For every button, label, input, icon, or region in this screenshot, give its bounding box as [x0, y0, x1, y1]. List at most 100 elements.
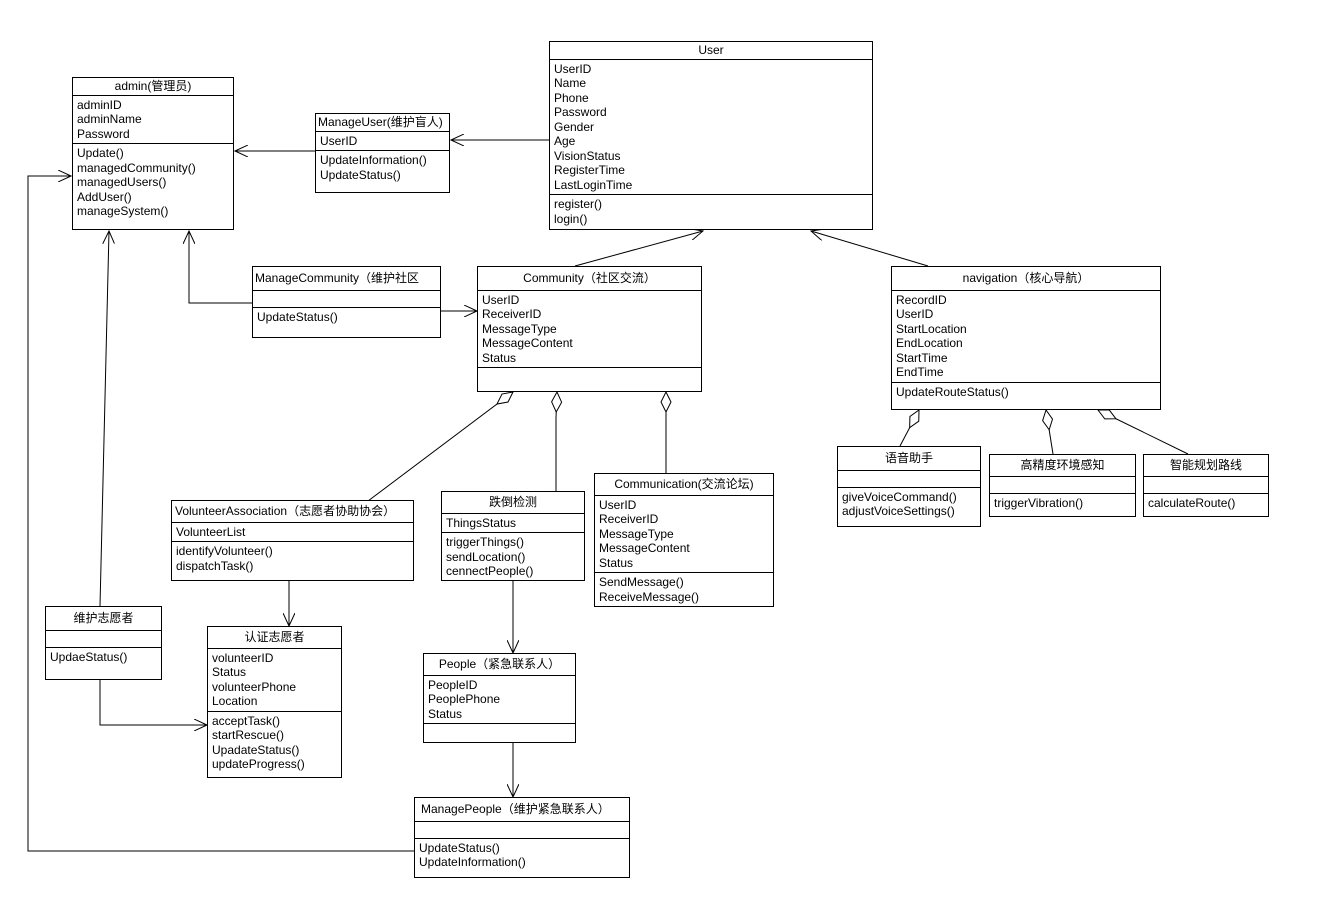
attribute: VolunteerList [176, 524, 246, 539]
attribute: EndLocation [896, 336, 963, 350]
attribute: PeoplePhone [428, 692, 501, 706]
class-name: Communication(交流论坛) [595, 474, 773, 496]
attributes-section: UserID ReceiverID MessageType MessageCon… [595, 496, 773, 573]
attribute: StartLocation [896, 321, 967, 336]
attribute: Status [428, 706, 463, 721]
class-route-planning: 智能规划路线 calculateRoute() [1143, 454, 1269, 517]
attribute: ReceiverID [599, 512, 659, 526]
methods-section: Update() managedCommunity() managedUsers… [73, 144, 233, 221]
class-name: ManageUser(维护盲人) [316, 114, 449, 132]
method: UpdateStatus() [320, 167, 401, 182]
rel-managecommunity-admin [189, 231, 253, 304]
class-communication: Communication(交流论坛) UserID ReceiverID Me… [594, 473, 774, 607]
attribute: UserID [896, 307, 934, 321]
class-name: 智能规划路线 [1144, 455, 1268, 477]
class-maintain-volunteer: 维护志愿者 UpdaeStatus() [45, 606, 162, 680]
attributes-section: volunteerID Status volunteerPhone Locati… [208, 649, 341, 712]
attribute: UserID [599, 497, 637, 512]
method: UpdateStatus() [419, 840, 500, 855]
attribute: volunteerPhone [212, 679, 297, 694]
attribute: Phone [554, 90, 589, 105]
class-community: Community（社区交流） UserID ReceiverID Messag… [477, 266, 702, 392]
class-name: VolunteerAssociation（志愿者协助协会） [172, 501, 413, 523]
attribute: RecordID [896, 292, 947, 307]
attribute: ReceiverID [482, 307, 542, 321]
class-env-perception: 高精度环境感知 triggerVibration() [989, 454, 1136, 517]
attribute: adminName [77, 112, 142, 126]
attribute: Password [554, 105, 607, 119]
class-name: 跌倒检测 [442, 492, 584, 514]
class-fall-detection: 跌倒检测 ThingsStatus triggerThings() sendLo… [441, 491, 585, 581]
rel-maintainvolunteer-certified [99, 680, 207, 725]
attribute: Status [482, 350, 517, 365]
method: ReceiveMessage() [599, 589, 700, 604]
attribute: Age [554, 134, 576, 148]
method: acceptTask() [212, 713, 281, 728]
method: giveVoiceCommand() [842, 489, 957, 504]
method: startRescue() [212, 728, 285, 742]
attributes-section: ThingsStatus [442, 514, 584, 533]
class-name: User [550, 42, 872, 60]
method: UpdateStatus() [257, 309, 338, 324]
methods-section: register() login() [550, 195, 872, 228]
class-navigation: navigation（核心导航） RecordID UserID StartLo… [891, 266, 1161, 410]
methods-section: triggerVibration() [990, 494, 1135, 513]
attribute: PeopleID [428, 677, 478, 692]
attributes-section: PeopleID PeoplePhone Status [424, 676, 575, 724]
attribute: VisionStatus [554, 148, 621, 163]
method: adjustVoiceSettings() [842, 504, 955, 518]
attribute: UserID [482, 292, 520, 307]
attributes-section: adminID adminName Password [73, 96, 233, 144]
rel-community-user [574, 231, 703, 267]
methods-section: calculateRoute() [1144, 494, 1268, 513]
attribute: EndTime [896, 365, 944, 379]
attributes-section: UserID ReceiverID MessageType MessageCon… [478, 291, 701, 368]
attribute: StartTime [896, 350, 948, 365]
class-name: People（紧急联系人） [424, 654, 575, 676]
rel-route-navigation [1098, 410, 1189, 455]
method: Update() [77, 146, 124, 160]
rel-navigation-user [811, 231, 929, 267]
attributes-section: UserID Name Phone Password Gender Age Vi… [550, 60, 872, 195]
attribute: RegisterTime [554, 163, 625, 177]
class-admin: admin(管理员) adminID adminName Password Up… [72, 77, 234, 230]
attribute: Gender [554, 119, 595, 134]
class-name: admin(管理员) [73, 78, 233, 96]
class-volunteer-association: VolunteerAssociation（志愿者协助协会） VolunteerL… [171, 500, 414, 581]
class-manage-user: ManageUser(维护盲人) UserID UpdateInformatio… [315, 113, 450, 193]
attributes-section [990, 477, 1135, 494]
method: managedCommunity() [77, 160, 196, 175]
methods-section: SendMessage() ReceiveMessage() [595, 573, 773, 606]
class-manage-people: ManagePeople（维护紧急联系人） UpdateStatus() Upd… [414, 797, 630, 878]
attribute: MessageContent [482, 336, 573, 350]
method: sendLocation() [446, 549, 526, 564]
class-voice-assistant: 语音助手 giveVoiceCommand() adjustVoiceSetti… [837, 446, 981, 527]
attribute: volunteerID [212, 650, 274, 665]
class-name: 语音助手 [838, 447, 980, 471]
class-name: 高精度环境感知 [990, 455, 1135, 477]
attributes-section [415, 822, 629, 839]
attributes-section [838, 471, 980, 488]
method: UpdateInformation() [419, 855, 526, 869]
methods-section: identifyVolunteer() dispatchTask() [172, 542, 413, 575]
rel-falldetection-community [556, 392, 557, 491]
class-name: Community（社区交流） [478, 267, 701, 291]
class-name: ManagePeople（维护紧急联系人） [415, 798, 629, 822]
methods-section: UpdateRouteStatus() [892, 383, 1160, 402]
attribute: UserID [320, 133, 358, 148]
method: login() [554, 211, 588, 226]
class-name: 认证志愿者 [208, 627, 341, 649]
class-manage-community: ManageCommunity（维护社区 UpdateStatus() [252, 266, 441, 338]
class-name: navigation（核心导航） [892, 267, 1160, 291]
attribute: LastLoginTime [554, 177, 633, 192]
method: manageSystem() [77, 204, 169, 218]
rel-env-navigation [1046, 410, 1054, 455]
method: triggerThings() [446, 535, 525, 549]
method: dispatchTask() [176, 558, 254, 573]
methods-section: UpdateStatus() UpdateInformation() [415, 839, 629, 872]
method: updateProgress() [212, 757, 305, 771]
attributes-section [1144, 477, 1268, 494]
attribute: MessageContent [599, 541, 690, 555]
attributes-section: UserID [316, 132, 449, 151]
